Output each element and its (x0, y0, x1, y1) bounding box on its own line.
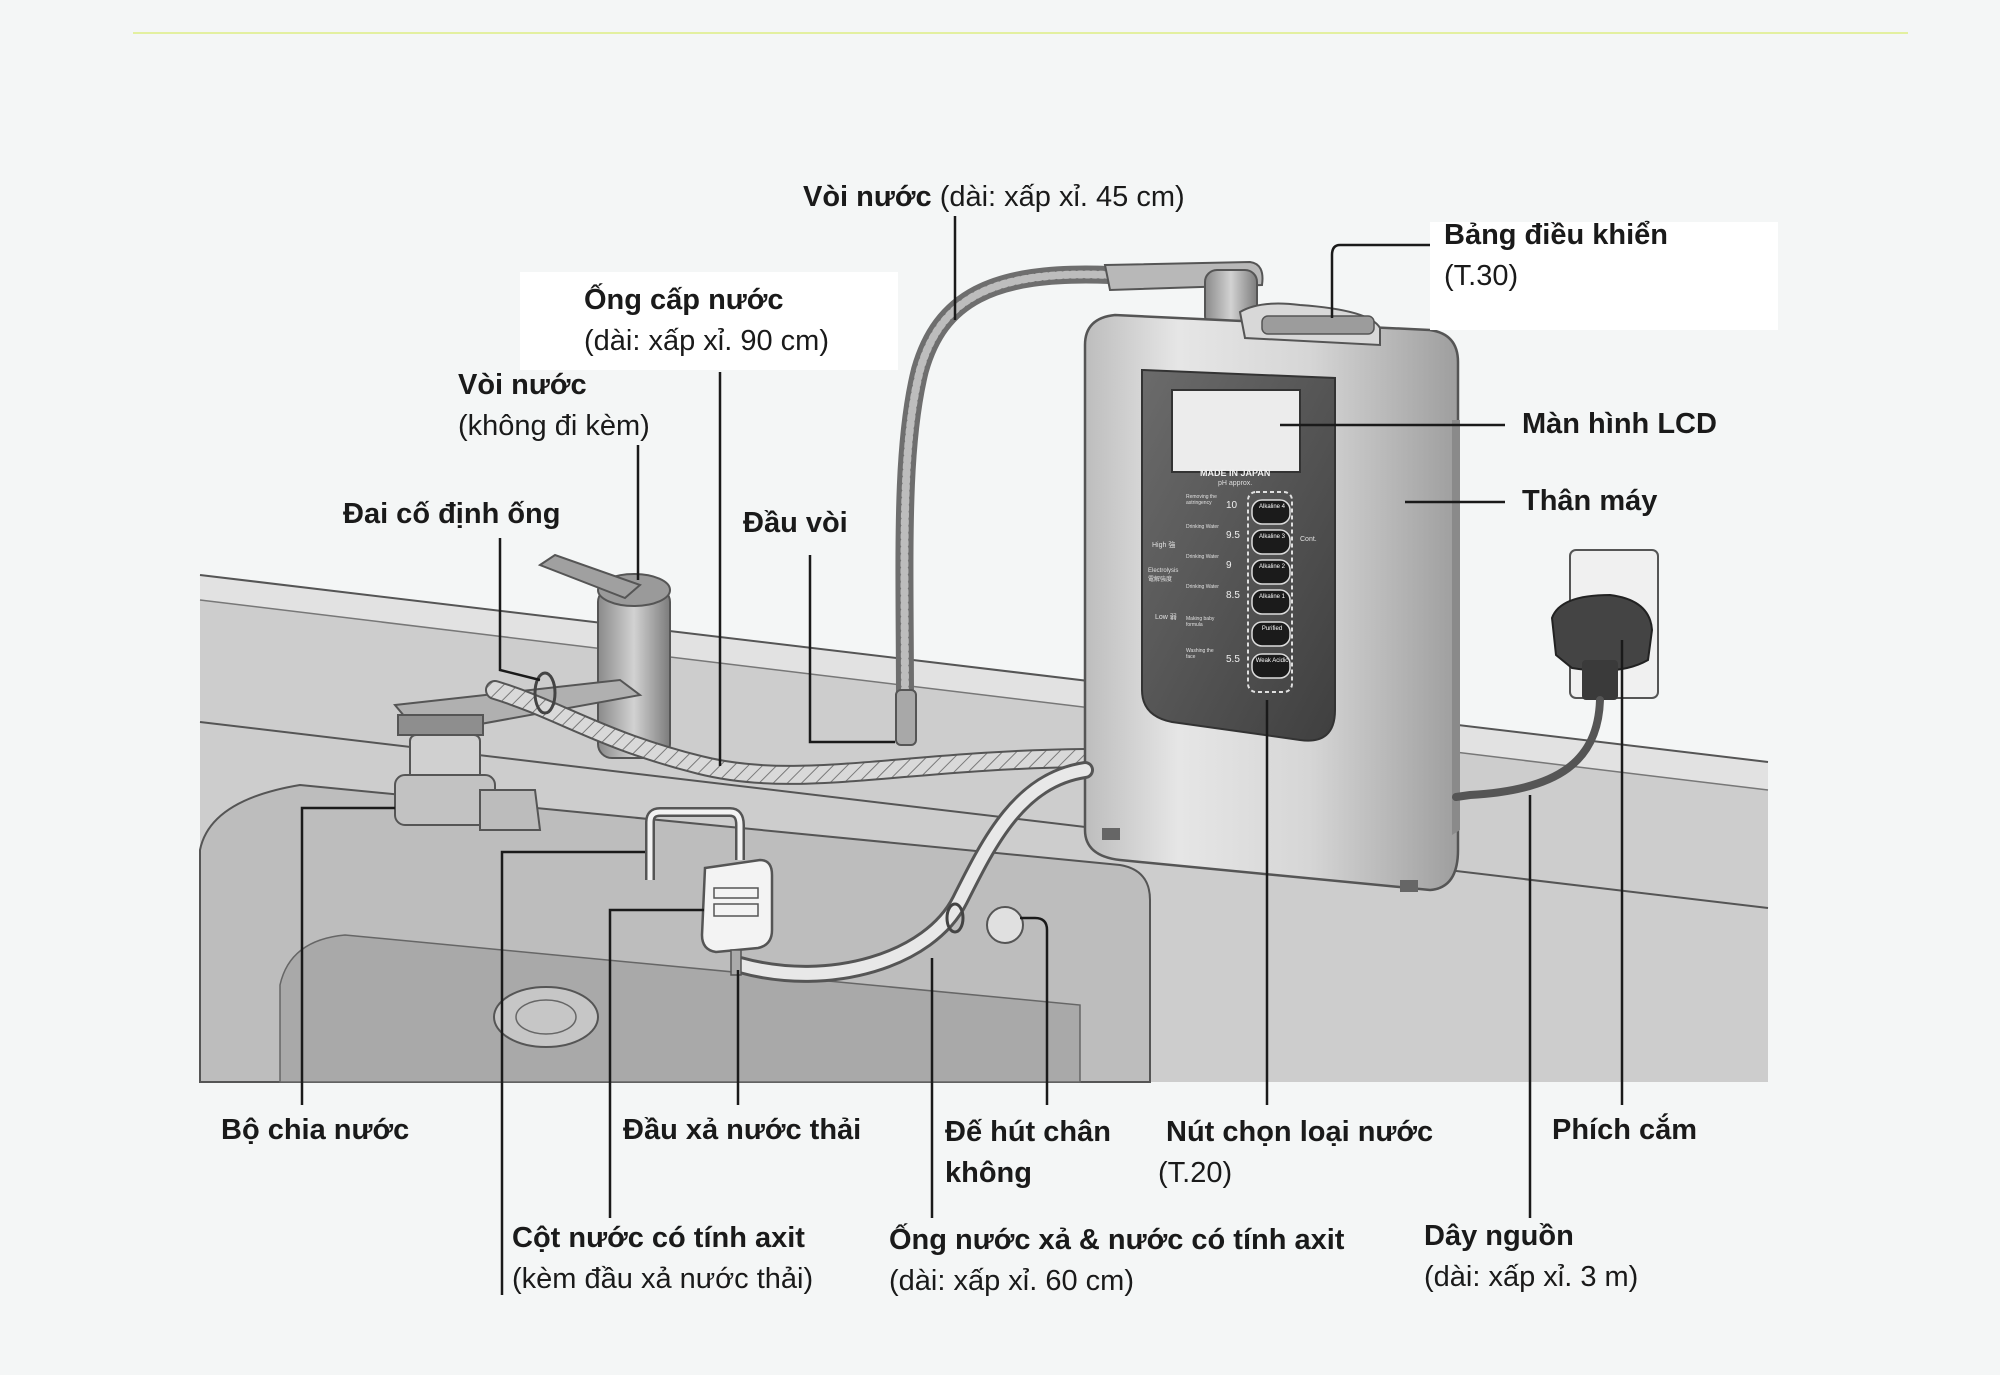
label-box-ong-cap-nuoc (520, 272, 898, 370)
panel-row: Drinking Water 9 Alkaline 2 (1186, 552, 1294, 576)
control-strip (1261, 315, 1375, 335)
label-day-nguon: Dây nguồn (dài: xấp xỉ. 3 m) (1424, 1216, 1638, 1298)
label-de-hut-chan-khong: Đế hút chân không (945, 1112, 1111, 1194)
label-bang-dieu-khien: Bảng điều khiển (T.30) (1444, 215, 1668, 297)
label-dau-voi: Đầu vòi (743, 503, 848, 544)
label-dai-co-dinh-ong: Đai cố định ống (343, 494, 561, 535)
panel-row-desc: Washing the face (1186, 648, 1214, 660)
label-voi-nuoc-top-detail: (dài: xấp xỉ. 45 cm) (931, 181, 1185, 213)
label-man-hinh-lcd-text: Màn hình LCD (1522, 408, 1717, 440)
label-box-bang-dieu-khien (1430, 222, 1778, 330)
label-man-hinh-lcd: Màn hình LCD (1522, 404, 1717, 445)
label-voi-nuoc-left: Vòi nước (không đi kèm) (458, 365, 650, 447)
top-rule (133, 32, 1908, 34)
label-ong-cap-nuoc-length: (dài: xấp xỉ. 90 cm) (584, 325, 829, 357)
panel-row-button[interactable]: Purified (1261, 626, 1283, 632)
label-phich-cam: Phích cắm (1552, 1110, 1697, 1151)
leader-dai-co-dinh (498, 538, 541, 682)
label-de-hut-line1: Đế hút chân (945, 1116, 1111, 1148)
panel-row-ph: 8.5 (1226, 590, 1240, 601)
label-than-may: Thân máy (1522, 481, 1657, 522)
panel-row-desc: Drinking Water (1186, 584, 1219, 590)
label-voi-nuoc-top-name: Vòi nước (803, 181, 932, 213)
panel-row: Removing the astringency 10 Alkaline 4 (1186, 492, 1294, 516)
label-than-may-text: Thân máy (1522, 485, 1658, 517)
leader-voi-nuoc-bottom (500, 850, 645, 1295)
plug (1550, 593, 1654, 700)
leader-cot-nuoc (608, 908, 704, 1218)
diverter (394, 734, 542, 831)
panel-row: Drinking Water 9.5 Alkaline 3 (1186, 522, 1294, 546)
sink-basin (199, 783, 1151, 1083)
label-cot-nuoc-axit: Cột nước có tính axit (kèm đầu xả nước t… (512, 1218, 813, 1300)
label-day-nguon-title: Dây nguồn (1424, 1220, 1574, 1252)
spout-tip (895, 689, 917, 746)
label-voi-nuoc-left-title: Vòi nước (458, 369, 587, 401)
label-voi-nuoc-left-note: (không đi kèm) (458, 410, 650, 442)
panel-row-button[interactable]: Weak Acidic (1255, 658, 1289, 664)
panel-row-desc: Removing the astringency (1186, 494, 1217, 506)
device-level-low: Low 弱 (1155, 614, 1177, 621)
label-bang-dieu-khien-ref: (T.30) (1444, 260, 1519, 292)
hose-clamp (533, 671, 557, 715)
label-cot-nuoc-note: (kèm đầu xả nước thải) (512, 1263, 814, 1295)
panel-row: Washing the face 5.5 Weak Acidic (1186, 646, 1294, 670)
panel-row-button[interactable]: Alkaline 2 (1258, 564, 1285, 570)
label-voi-nuoc-top: Vòi nước (dài: xấp xỉ. 45 cm) (803, 177, 1185, 218)
label-ong-nuoc-xa-length: (dài: xấp xỉ. 60 cm) (889, 1265, 1134, 1297)
suction-cup (945, 902, 1024, 944)
label-cot-nuoc-title: Cột nước có tính axit (512, 1222, 805, 1254)
label-dai-co-dinh-ong-text: Đai cố định ống (343, 498, 561, 530)
leader-lines (300, 216, 1624, 1295)
leader-dau-voi (808, 555, 895, 744)
label-bang-dieu-khien-title: Bảng điều khiển (1444, 219, 1668, 251)
lcd-screen (1171, 389, 1301, 473)
panel-row-button[interactable]: Alkaline 1 (1258, 594, 1285, 600)
leader-bo-chia (300, 806, 395, 1105)
label-dau-xa-nuoc-thai-text: Đầu xả nước thải (623, 1114, 862, 1146)
power-cord (1452, 696, 1604, 801)
label-ong-nuoc-xa-title: Ống nước xả & nước có tính axit (889, 1224, 1345, 1256)
ionizer-body (1083, 302, 1460, 892)
panel-row-ph: 5.5 (1226, 654, 1240, 665)
panel-row-ph: 9.5 (1226, 530, 1240, 541)
panel-row: Drinking Water 8.5 Alkaline 1 (1186, 582, 1294, 606)
panel-row-desc: Making baby formula (1186, 616, 1215, 628)
label-phich-cam-text: Phích cắm (1552, 1114, 1698, 1146)
panel-row-desc: Drinking Water (1186, 554, 1219, 560)
button-column (1247, 491, 1293, 693)
label-de-hut-line2: không (945, 1157, 1032, 1189)
label-nut-chon-ref: (T.20) (1158, 1157, 1233, 1189)
label-nut-chon-loai-nuoc: Nút chọn loại nước (T.20) (1158, 1112, 1433, 1194)
panel-row-button[interactable]: Alkaline 3 (1258, 534, 1285, 540)
label-ong-cap-nuoc-title: Ống cấp nước (584, 284, 784, 316)
acid-column (700, 858, 774, 976)
leader-bang-dieu-khien (1330, 243, 1436, 318)
leader-de-hut (1020, 916, 1049, 1105)
drain (493, 986, 599, 1048)
label-dau-voi-text: Đầu vòi (743, 507, 848, 539)
label-day-nguon-length: (dài: xấp xỉ. 3 m) (1424, 1261, 1639, 1293)
label-ong-cap-nuoc: Ống cấp nước (dài: xấp xỉ. 90 cm) (584, 280, 829, 362)
panel-row-ph: 10 (1226, 500, 1238, 511)
device-level-electrolysis: Electrolysis 電解強度 (1148, 568, 1179, 583)
label-bo-chia-nuoc-text: Bộ chia nước (221, 1114, 410, 1146)
panel-row-desc: Drinking Water (1186, 524, 1219, 530)
device-ph-label: pH approx. (1218, 480, 1253, 487)
label-dau-xa-nuoc-thai: Đầu xả nước thải (623, 1110, 861, 1151)
device-cont: Cont. (1300, 536, 1317, 543)
label-nut-chon-title: Nút chọn loại nước (1166, 1116, 1434, 1148)
panel-row: Making baby formula Purified (1186, 614, 1294, 638)
device-made-in: MADE IN JAPAN (1200, 468, 1271, 478)
panel-row-ph: 9 (1226, 560, 1232, 571)
label-ong-nuoc-xa: Ống nước xả & nước có tính axit (dài: xấ… (889, 1220, 1344, 1302)
device-level-high: High 強 (1152, 542, 1176, 549)
label-bo-chia-nuoc: Bộ chia nước (221, 1110, 409, 1151)
panel-row-button[interactable]: Alkaline 4 (1258, 504, 1285, 510)
